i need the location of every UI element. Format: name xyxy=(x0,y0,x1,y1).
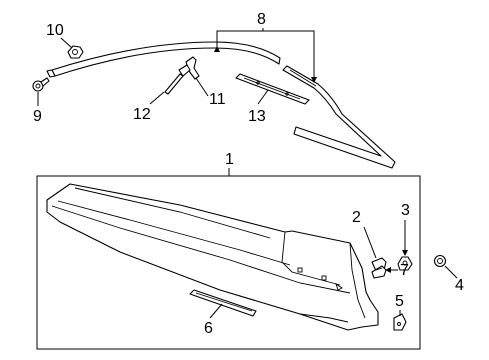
leader-4 xyxy=(444,265,458,279)
part-7-clip xyxy=(371,265,387,279)
callout-12: 12 xyxy=(133,106,151,123)
part-10-clip-nut xyxy=(67,45,84,59)
callout-6: 6 xyxy=(204,320,213,337)
leader-13 xyxy=(257,89,269,105)
callout-5: 5 xyxy=(395,293,404,310)
part-12-bolt xyxy=(164,64,191,95)
part-11-clip xyxy=(185,56,200,80)
callout-2: 2 xyxy=(352,209,361,226)
part-13-bracket xyxy=(235,73,310,105)
callout-1: 1 xyxy=(225,151,234,168)
part-5-clip xyxy=(393,313,407,331)
leader-11 xyxy=(195,77,209,97)
callout-8: 8 xyxy=(257,11,266,28)
part-8-roof-molding xyxy=(46,41,281,78)
part-8-window-molding xyxy=(282,65,396,169)
callout-4: 4 xyxy=(455,277,464,294)
callout-13: 13 xyxy=(248,108,266,125)
part-9-screw xyxy=(32,77,50,92)
part-6-strip xyxy=(189,289,257,317)
callout-9: 9 xyxy=(33,108,42,125)
callout-7: 7 xyxy=(400,262,409,279)
callout-3: 3 xyxy=(401,202,410,219)
leader-6 xyxy=(209,303,223,319)
callout-11: 11 xyxy=(209,91,226,108)
callout-10: 10 xyxy=(46,22,64,39)
part-4-grommet xyxy=(433,254,447,268)
leader-10 xyxy=(60,37,73,49)
leader-12 xyxy=(149,91,165,105)
part-1-side-sill xyxy=(46,183,379,331)
leader-2 xyxy=(363,226,377,259)
assembly-box xyxy=(36,175,421,350)
leader-8 xyxy=(214,30,317,83)
part-3-clip xyxy=(397,256,413,271)
